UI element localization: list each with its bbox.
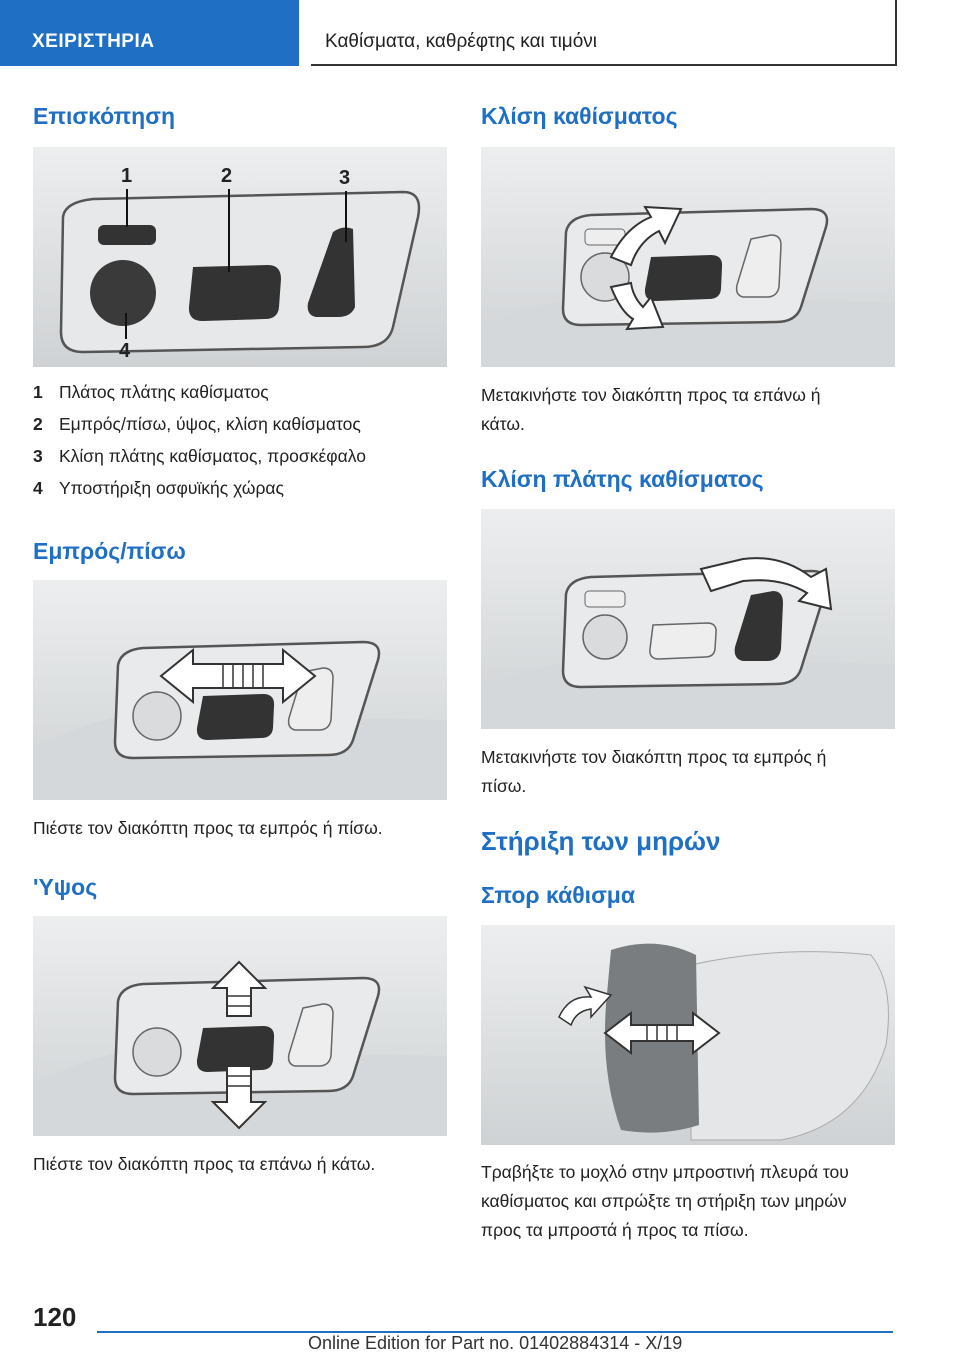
footer-divider [97,1331,893,1333]
height-figure [33,916,447,1136]
callout-1: 1 [121,165,133,187]
overview-heading: Επισκόπηση [33,103,175,129]
seat-tilt-heading: Κλίση καθίσματος [481,103,678,129]
thigh-support-figure [481,925,895,1145]
seat-tilt-figure [481,147,895,367]
thigh-support-heading: Στήριξη των μηρών [481,826,721,856]
chapter-header: Καθίσματα, καθρέφτης και τιμόνι [311,0,897,66]
fore-aft-text: Πιέστε τον διακόπτη προς τα εμπρός ή πίσ… [33,818,383,838]
height-text: Πιέστε τον διακόπτη προς τα επάνω ή κάτω… [33,1154,376,1174]
seat-tilt-text: Μετακινήστε τον διακόπτη προς τα επάνω ή… [481,385,821,434]
backrest-tilt-figure [481,509,895,729]
backrest-tilt-heading: Κλίση πλάτης καθίσματος [481,466,764,492]
backrest-tilt-text: Μετακινήστε τον διακόπτη προς τα εμπρός … [481,747,827,796]
thigh-support-text: Τραβήξτε το μοχλό στην μπροστινή πλευρά … [481,1162,849,1240]
chapter-title: Καθίσματα, καθρέφτης και τιμόνι [325,31,598,52]
callout-4: 4 [119,340,131,362]
height-heading: 'Υψος [33,874,98,900]
fore-aft-figure [33,580,447,800]
section-title: ΧΕΙΡΙΣΤΗΡΙΑ [32,31,155,52]
callout-3: 3 [339,167,351,189]
page-number: 120 [33,1302,77,1332]
callout-2: 2 [221,165,233,187]
overview-figure: 1 2 3 4 [33,147,447,367]
sport-seat-subheading: Σπορ κάθισμα [481,882,636,908]
fore-aft-heading: Εμπρός/πίσω [33,538,186,564]
section-tab: ΧΕΙΡΙΣΤΗΡΙΑ [0,0,299,66]
edition-text: Online Edition for Part no. 01402884314 … [308,1333,683,1353]
